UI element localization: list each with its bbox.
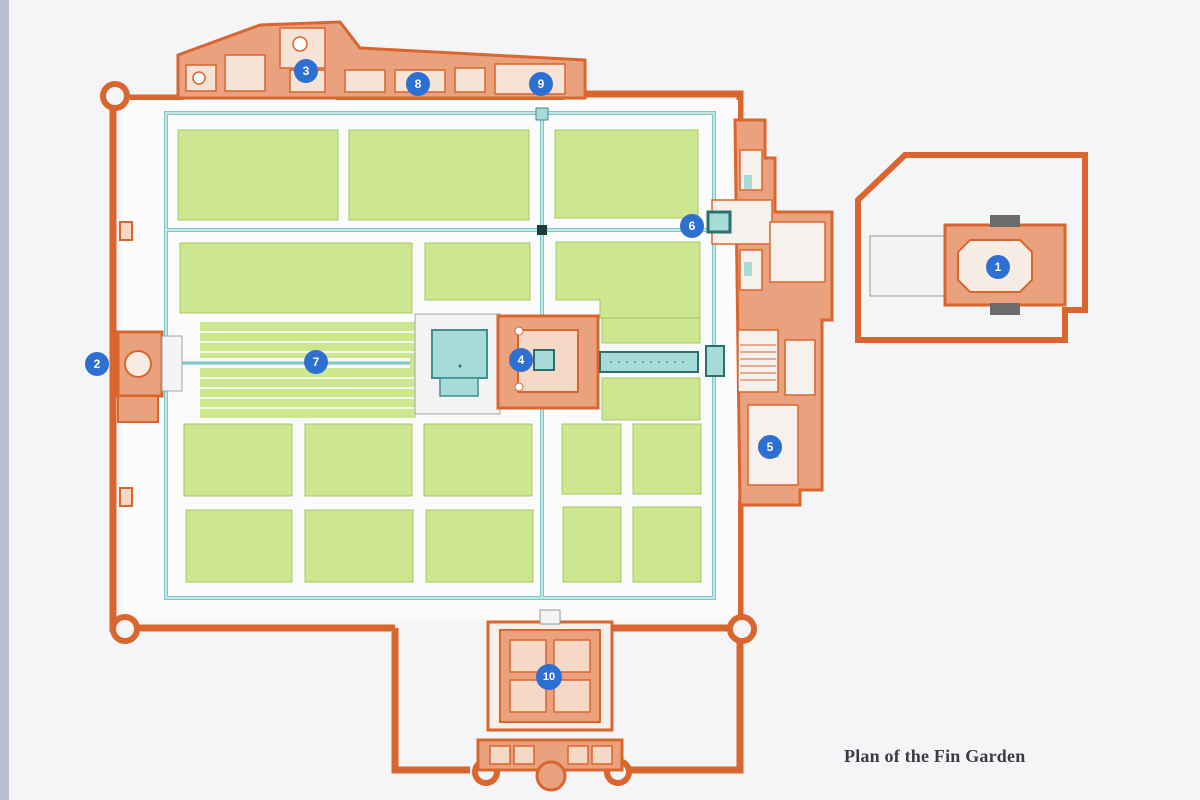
svg-text:7: 7	[313, 355, 320, 369]
marker-6: 6	[680, 214, 704, 238]
svg-text:5: 5	[767, 440, 774, 454]
corner-towers	[100, 81, 757, 786]
marker-2: 2	[85, 352, 109, 376]
marker-5: 5	[758, 435, 782, 459]
plan-caption: Plan of the Fin Garden	[844, 746, 1026, 766]
marker-7: 7	[304, 350, 328, 374]
marker-9: 9	[529, 72, 553, 96]
marker-10: 10	[536, 664, 562, 690]
svg-text:4: 4	[518, 353, 525, 367]
svg-text:6: 6	[689, 219, 696, 233]
page-edge	[0, 0, 9, 800]
svg-text:9: 9	[538, 77, 545, 91]
west-gate-building	[116, 221, 183, 507]
south-building	[476, 609, 624, 792]
terraced-lawn-strips	[170, 322, 416, 418]
svg-text:3: 3	[303, 64, 310, 78]
marker-1: 1	[986, 255, 1010, 279]
svg-text:10: 10	[543, 671, 555, 683]
svg-text:8: 8	[415, 77, 422, 91]
svg-text:1: 1	[995, 260, 1002, 274]
marker-3: 3	[294, 59, 318, 83]
shotor-gelou-pavilion	[496, 314, 600, 410]
svg-text:2: 2	[94, 357, 101, 371]
lawn-parterres	[177, 129, 702, 583]
long-east-pool	[599, 345, 725, 377]
marker-8: 8	[406, 72, 430, 96]
detached-shrine-enclosure	[855, 152, 1088, 343]
marker-4: 4	[509, 348, 533, 372]
central-pool-court	[414, 313, 501, 415]
